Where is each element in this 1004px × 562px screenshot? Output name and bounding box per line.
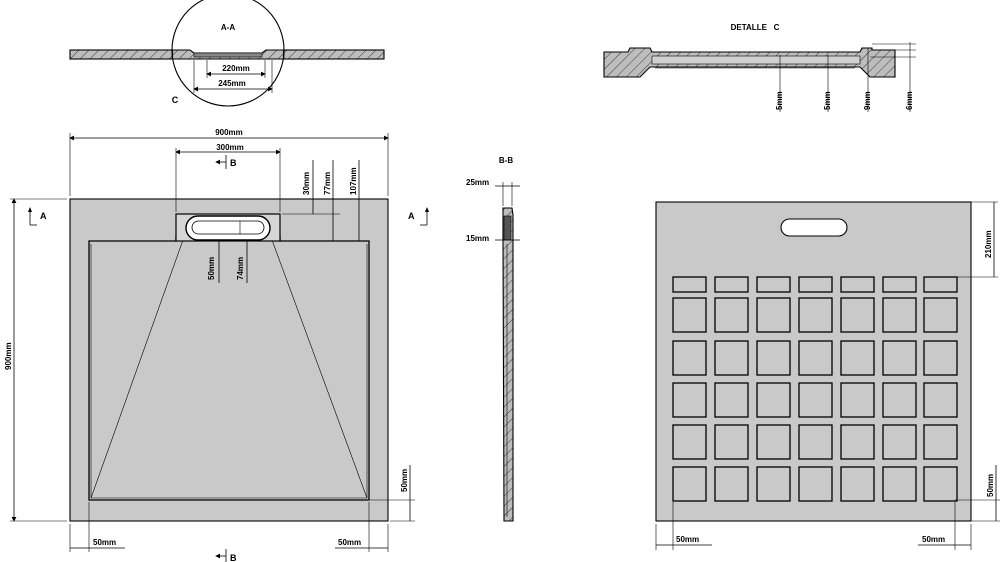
- rib-cell: [672, 424, 707, 460]
- plan-view: 900mm 300mm 900mm 30mm 77mm 107mm 50mm 7…: [4, 128, 429, 562]
- detail-dim-2: 5mm: [823, 91, 832, 110]
- section-bb-channel: [503, 215, 512, 241]
- rib-cell: [840, 276, 875, 293]
- rib-cell: [923, 297, 958, 333]
- rib-cell: [798, 382, 833, 418]
- rib-cell: [798, 297, 833, 333]
- bottom-ribs-grid: [672, 276, 958, 502]
- rib-cell: [882, 424, 917, 460]
- rib-cell: [840, 382, 875, 418]
- rib-cell: [756, 466, 791, 502]
- detail-dim-3: 9mm: [863, 91, 872, 110]
- rib-cell: [672, 466, 707, 502]
- rib-cell: [923, 276, 958, 293]
- rib-cell: [840, 466, 875, 502]
- dim-220mm: 220mm: [222, 64, 250, 73]
- rib-cell: [672, 297, 707, 333]
- rib-cell: [714, 276, 749, 293]
- dim-bottom-right-50mm-h: 50mm: [922, 535, 945, 544]
- dim-bb-15mm: 15mm: [466, 234, 489, 243]
- rib-cell: [798, 424, 833, 460]
- dim-plan-right-50: 50mm: [400, 469, 409, 492]
- section-aa-channel: [193, 52, 263, 58]
- rib-cell: [798, 466, 833, 502]
- detail-c-title: DETALLE C: [731, 23, 780, 32]
- dim-bottom-right-50mm: 50mm: [986, 474, 995, 497]
- dim-plan-height: 900mm: [4, 342, 13, 370]
- rib-cell: [756, 276, 791, 293]
- rib-cell: [672, 382, 707, 418]
- dim-30mm: 30mm: [302, 172, 311, 195]
- rib-cell: [882, 382, 917, 418]
- section-bb-profile: [502, 207, 514, 522]
- rib-cell: [840, 297, 875, 333]
- dim-74mm-drain: 74mm: [236, 257, 245, 280]
- rib-cell: [672, 276, 707, 293]
- rib-cell: [714, 466, 749, 502]
- rib-cell: [882, 297, 917, 333]
- rib-cell: [714, 382, 749, 418]
- rib-cell: [798, 276, 833, 293]
- section-aa: A-A 220mm 245mm C: [69, 0, 385, 107]
- dim-bottom-210mm: 210mm: [984, 230, 993, 258]
- rib-cell: [882, 466, 917, 502]
- dim-bb-25mm: 25mm: [466, 178, 489, 187]
- section-b-top-marker: B: [230, 158, 237, 168]
- dim-77mm: 77mm: [323, 172, 332, 195]
- detail-dim-4: 6mm: [905, 91, 914, 110]
- rib-cell: [756, 297, 791, 333]
- section-b-bottom-marker: B: [230, 553, 237, 562]
- section-aa-title: A-A: [221, 23, 235, 32]
- dim-plan-width: 900mm: [215, 128, 243, 137]
- dim-50mm-drain: 50mm: [207, 257, 216, 280]
- rib-cell: [756, 424, 791, 460]
- bottom-handle-slot: [780, 218, 848, 237]
- detail-c-view: DETALLE C 5mm 5mm 9mm 6mm: [603, 23, 916, 112]
- detail-c-label: C: [172, 95, 179, 105]
- rib-cell: [756, 382, 791, 418]
- rib-cell: [840, 424, 875, 460]
- rib-cell: [923, 340, 958, 376]
- rib-cell: [714, 297, 749, 333]
- section-a-right-marker: A: [408, 211, 415, 221]
- rib-cell: [923, 424, 958, 460]
- tray-inner-basin: [88, 235, 370, 501]
- detail-dim-1: 5mm: [775, 91, 784, 110]
- dim-plan-bottom-right-50: 50mm: [338, 538, 361, 547]
- rib-cell: [923, 382, 958, 418]
- rib-cell: [714, 340, 749, 376]
- section-bb-title: B-B: [499, 156, 513, 165]
- rib-cell: [672, 340, 707, 376]
- rib-cell: [923, 466, 958, 502]
- rib-cell: [756, 340, 791, 376]
- bottom-view: 210mm 50mm 50mm 50mm: [655, 201, 1000, 550]
- rib-cell: [882, 276, 917, 293]
- rib-cell: [840, 340, 875, 376]
- detail-c-channel: [651, 55, 861, 65]
- dim-plan-channel: 300mm: [216, 143, 244, 152]
- dim-245mm: 245mm: [218, 79, 246, 88]
- dim-107mm: 107mm: [349, 167, 358, 195]
- rib-cell: [798, 340, 833, 376]
- section-bb: B-B 25mm 15mm: [466, 156, 520, 522]
- rib-cell: [882, 340, 917, 376]
- dim-bottom-left-50mm: 50mm: [676, 535, 699, 544]
- section-a-left-marker: A: [40, 211, 47, 221]
- dim-plan-bottom-left-50: 50mm: [93, 538, 116, 547]
- rib-cell: [714, 424, 749, 460]
